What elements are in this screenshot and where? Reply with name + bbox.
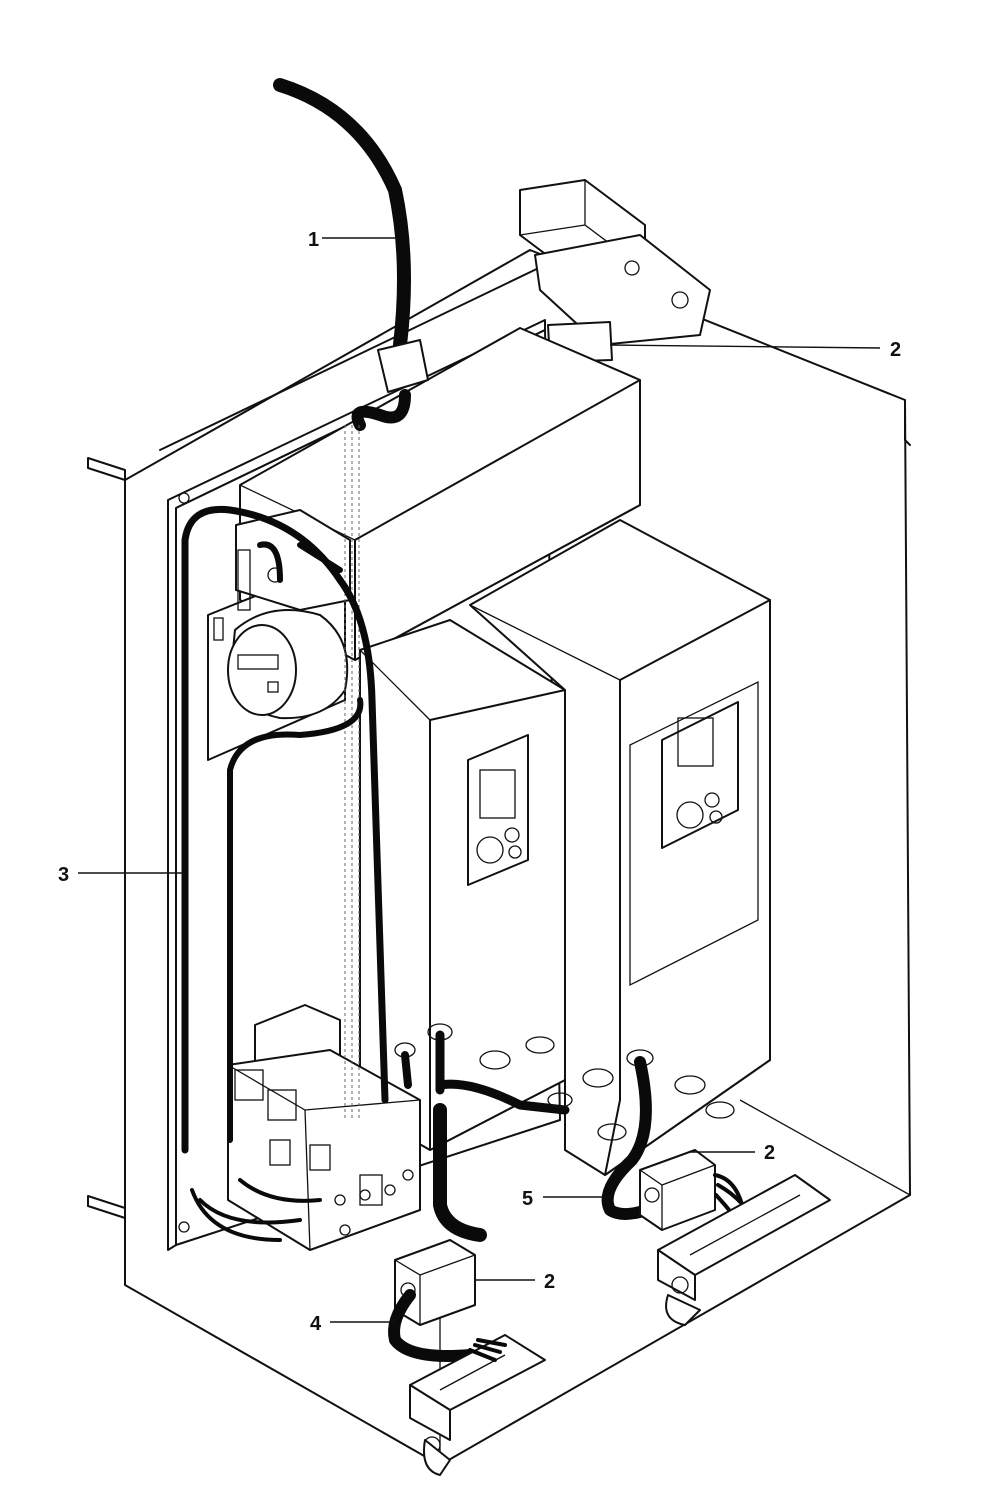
connector-plug-lower-left	[409, 1334, 546, 1476]
top-connector-housing	[519, 179, 711, 363]
callout-2-lower: 2	[544, 1271, 555, 1293]
leader-lines	[78, 237, 881, 1323]
drive-unit-right	[469, 519, 771, 1176]
callout-2-right: 2	[764, 1142, 775, 1164]
callout-1: 1	[308, 229, 319, 251]
cable-main-supply	[273, 78, 429, 1120]
cable-lower-right	[547, 1049, 666, 1220]
callout-2-top: 2	[890, 339, 901, 361]
terminal-block	[227, 1004, 421, 1251]
callout-3: 3	[58, 864, 69, 886]
cable-left-loop	[181, 505, 389, 1242]
callout-4: 4	[310, 1313, 322, 1335]
cable-lower-left	[394, 1023, 570, 1242]
cable-gland-lower-left	[388, 1239, 476, 1362]
connector-plug-lower-right	[657, 1174, 831, 1326]
enclosure	[124, 249, 911, 1466]
callout-5: 5	[522, 1188, 533, 1210]
drive-unit-middle	[359, 619, 566, 1151]
hinge-rods	[87, 457, 126, 1219]
